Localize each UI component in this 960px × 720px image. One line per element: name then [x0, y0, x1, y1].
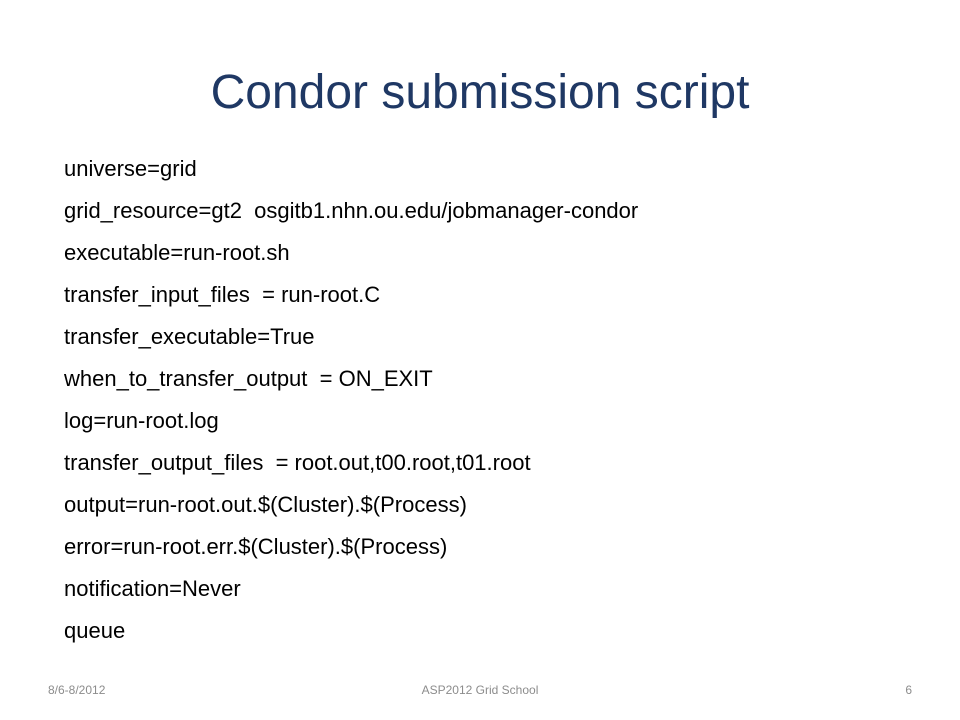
- script-line: universe=grid: [64, 156, 197, 181]
- script-lines: universe=grid grid_resource=gt2 osgitb1.…: [64, 148, 924, 652]
- script-line: error=run-root.err.$(Cluster).$(Process): [64, 534, 448, 559]
- script-line: log=run-root.log: [64, 408, 219, 433]
- footer-title: ASP2012 Grid School: [421, 683, 539, 697]
- footer-page-number: 6: [905, 683, 912, 697]
- script-line: output=run-root.out.$(Cluster).$(Process…: [64, 492, 467, 517]
- script-line: transfer_output_files = root.out,t00.roo…: [64, 450, 531, 475]
- script-line: when_to_transfer_output = ON_EXIT: [64, 366, 433, 391]
- script-line: transfer_input_files = run-root.C: [64, 282, 381, 307]
- script-line: queue: [64, 618, 126, 643]
- script-line: transfer_executable=True: [64, 324, 315, 349]
- script-line: executable=run-root.sh: [64, 240, 290, 265]
- script-line: grid_resource=gt2 osgitb1.nhn.ou.edu/job…: [64, 198, 639, 223]
- script-line: notification=Never: [64, 576, 241, 601]
- slide-title: Condor submission script: [210, 66, 750, 119]
- footer-date: 8/6-8/2012: [48, 683, 106, 697]
